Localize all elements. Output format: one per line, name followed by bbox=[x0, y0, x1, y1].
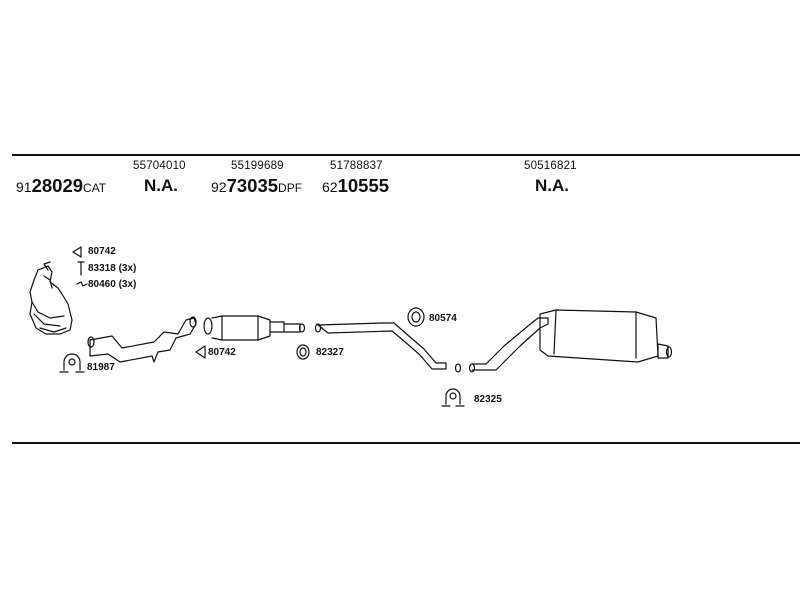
rear-silencer-part[interactable] bbox=[468, 309, 673, 373]
oem-number-3: 51788837 bbox=[330, 160, 383, 172]
gasket-icon bbox=[195, 345, 206, 359]
clamp-icon bbox=[59, 353, 85, 373]
middle-pipe-part[interactable] bbox=[314, 322, 462, 373]
accessory-label-80742-a: 80742 bbox=[88, 246, 116, 257]
bottom-divider-line bbox=[12, 442, 800, 444]
gasket-icon bbox=[72, 246, 82, 258]
bolt-icon bbox=[77, 261, 85, 276]
part-prefix: 62 bbox=[322, 179, 338, 195]
part-number-dpf[interactable]: 9273035DPF bbox=[211, 175, 303, 196]
accessory-label-80574: 80574 bbox=[429, 313, 457, 324]
part-prefix: 92 bbox=[211, 179, 227, 195]
accessory-label-80460: 80460 (3x) bbox=[88, 279, 137, 290]
clamp-icon bbox=[441, 388, 465, 407]
part-suffix: CAT bbox=[83, 181, 107, 195]
pipe-clamp-icon bbox=[296, 344, 310, 360]
top-divider-line bbox=[12, 154, 800, 156]
particulate-filter-part[interactable] bbox=[203, 315, 306, 341]
part-main: 28029 bbox=[31, 175, 84, 196]
oem-number-4: 50516821 bbox=[524, 160, 577, 172]
part-prefix: 91 bbox=[16, 179, 32, 195]
part-main: 73035 bbox=[226, 175, 279, 196]
accessory-label-82327: 82327 bbox=[316, 347, 344, 358]
front-pipe-part[interactable] bbox=[87, 316, 197, 363]
not-available-label-2: N.A. bbox=[535, 176, 569, 195]
oem-number-1: 55704010 bbox=[133, 160, 186, 172]
accessory-label-81987: 81987 bbox=[87, 362, 115, 373]
rubber-mount-icon bbox=[407, 307, 425, 327]
accessory-label-80742-b: 80742 bbox=[208, 347, 236, 358]
accessory-label-82325: 82325 bbox=[474, 394, 502, 405]
part-number-middle-pipe[interactable]: 6210555 bbox=[322, 175, 390, 196]
not-available-label-1: N.A. bbox=[144, 176, 178, 195]
oem-number-2: 55199689 bbox=[231, 160, 284, 172]
accessory-label-83318: 83318 (3x) bbox=[88, 263, 137, 274]
part-main: 10555 bbox=[337, 175, 390, 196]
part-number-catalyst[interactable]: 9128029CAT bbox=[16, 175, 107, 196]
catalytic-converter-part[interactable] bbox=[29, 261, 73, 335]
spring-icon bbox=[76, 281, 88, 287]
part-suffix: DPF bbox=[278, 181, 303, 195]
